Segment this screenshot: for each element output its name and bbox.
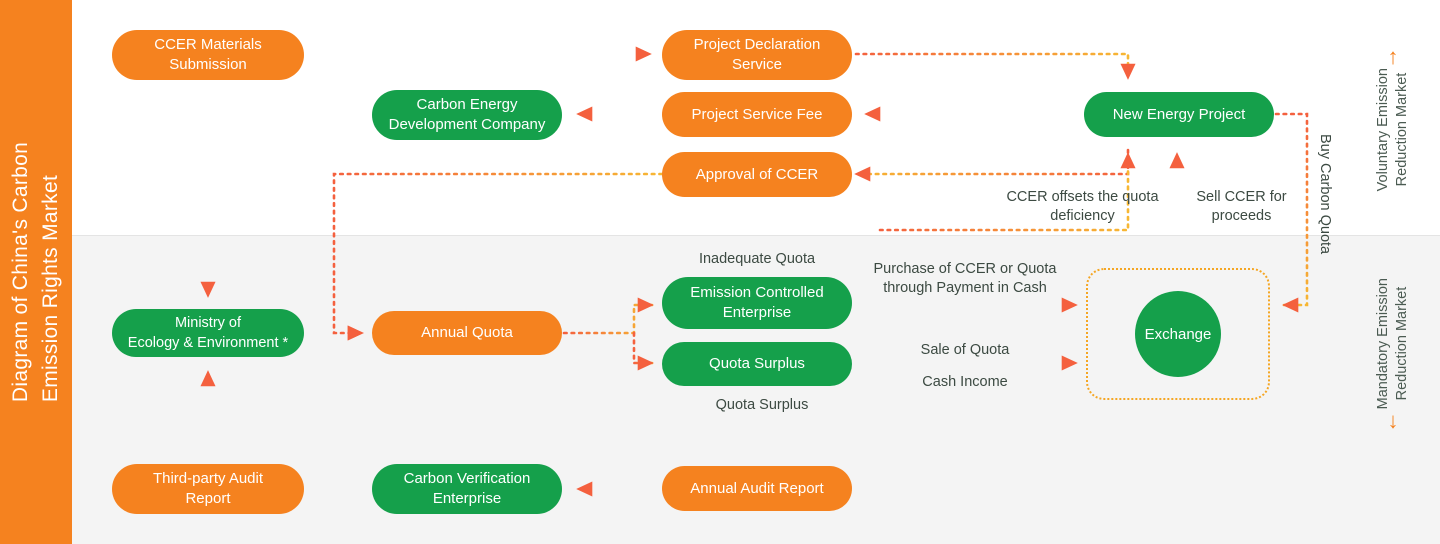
node-project-service-fee[interactable]: Project Service Fee (662, 92, 852, 137)
label-ccer-offsets-quota-deficiency: CCER offsets the quota deficiency (1006, 189, 1159, 224)
title-banner: Diagram of China's Carbon Emission Right… (0, 0, 72, 544)
label-cash-income: Cash Income (922, 374, 1008, 390)
voluntary-market-rail: ↑ Voluntary Emission Reduction Market (1364, 14, 1422, 224)
label-sell-ccer-for-proceeds: Sell CCER for proceeds (1196, 189, 1287, 224)
label-quota-surplus: Quota Surplus (715, 397, 809, 413)
label-buy-carbon-quota: Buy Carbon Quota (1317, 134, 1333, 255)
exchange-group-border (1086, 268, 1270, 400)
down-arrow-icon: ↓ (1387, 407, 1399, 433)
voluntary-market-label: Voluntary Emission Reduction Market (1375, 68, 1410, 192)
mandatory-market-rail: Mandatory Emission Reduction Market ↓ (1364, 250, 1422, 460)
label-sale-of-quota: Sale of Quota (920, 342, 1010, 358)
label-inadequate-quota: Inadequate Quota (698, 251, 816, 267)
node-annual-quota[interactable]: Annual Quota (372, 311, 562, 355)
node-ministry-of-ecology-environment[interactable]: Ministry of Ecology & Environment * (112, 309, 304, 357)
mandatory-market-label: Mandatory Emission Reduction Market (1375, 278, 1410, 410)
node-new-energy-project[interactable]: New Energy Project (1084, 92, 1274, 137)
node-exchange[interactable]: Exchange (1135, 291, 1221, 377)
node-carbon-energy-development-company[interactable]: Carbon Energy Development Company (372, 90, 562, 140)
up-arrow-icon: ↑ (1387, 44, 1399, 70)
diagram-title: Diagram of China's Carbon Emission Right… (9, 141, 62, 403)
label-purchase-ccer-or-quota: Purchase of CCER or Quota through Paymen… (873, 261, 1057, 296)
node-project-declaration-service[interactable]: Project Declaration Service (662, 30, 852, 80)
node-annual-audit-report[interactable]: Annual Audit Report (662, 466, 852, 511)
node-emission-controlled-enterprise[interactable]: Emission Controlled Enterprise (662, 277, 852, 329)
node-approval-of-ccer[interactable]: Approval of CCER (662, 152, 852, 197)
node-carbon-verification-enterprise[interactable]: Carbon Verification Enterprise (372, 464, 562, 514)
node-third-party-audit-report[interactable]: Third-party Audit Report (112, 464, 304, 514)
node-ccer-materials-submission[interactable]: CCER Materials Submission (112, 30, 304, 80)
node-quota-surplus[interactable]: Quota Surplus (662, 342, 852, 386)
